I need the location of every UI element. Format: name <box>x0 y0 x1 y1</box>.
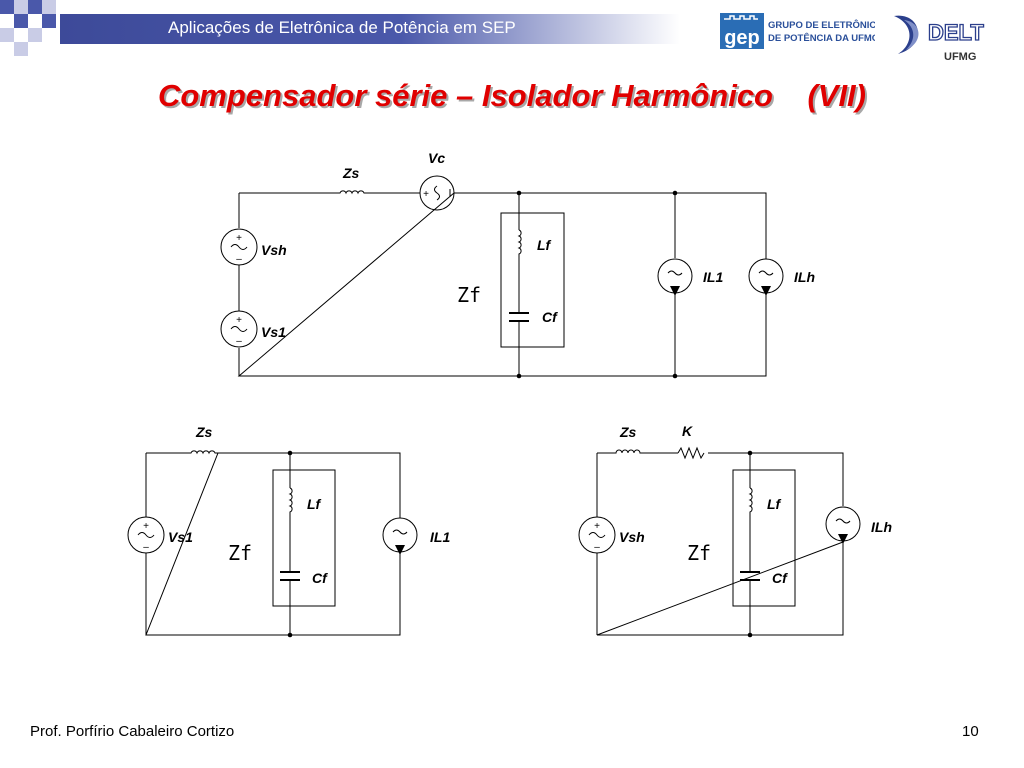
vs1-plus: + <box>236 315 242 326</box>
vsh-minus: – <box>594 542 600 553</box>
harm-ilh-label: ILh <box>871 519 892 535</box>
slide-header: Aplicações de Eletrônica de Potência em … <box>0 0 1024 63</box>
main-circuit <box>220 175 784 377</box>
gep-logo-line2: DE POTÊNCIA DA UFMG <box>768 32 875 44</box>
harm-vsh-label: Vsh <box>619 529 645 545</box>
cf-capacitor-icon <box>509 312 529 322</box>
decor-square <box>0 28 14 42</box>
fundamental-circuit <box>127 450 418 636</box>
main-circuit-marks <box>516 190 771 379</box>
cf-capacitor-icon <box>280 571 300 581</box>
fundamental-circuit-marks <box>287 450 405 638</box>
zf-box <box>272 469 336 607</box>
main-ilh-label: ILh <box>794 269 815 285</box>
main-zs-label: Zs <box>342 165 360 181</box>
footer-author: Prof. Porfírio Cabaleiro Cortizo <box>30 723 235 740</box>
harm-cf-label: Cf <box>772 570 788 586</box>
harmonic-circuit <box>578 446 861 636</box>
vc-plus: + <box>423 189 429 200</box>
delt-ufmg-logo: DELT UFMG <box>894 15 985 63</box>
fund-cf-label: Cf <box>312 570 328 586</box>
vs1-minus: – <box>236 336 242 347</box>
zs-inductor-icon <box>614 449 642 454</box>
harm-zs-label: Zs <box>619 424 637 440</box>
vs1-source-icon <box>127 516 165 554</box>
fund-zf-label: Zf <box>228 541 252 565</box>
decor-square <box>14 14 28 28</box>
lf-inductor-icon <box>288 487 293 513</box>
vsh-plus: + <box>594 521 600 532</box>
vsh-minus: – <box>236 254 242 265</box>
decor-square <box>0 0 14 14</box>
gep-logo-line1: GRUPO DE ELETRÔNICA <box>768 19 875 31</box>
vs1-source-icon <box>220 310 258 348</box>
vc-source-icon <box>419 175 455 211</box>
main-lf-label: Lf <box>537 237 552 253</box>
vsh-plus: + <box>236 233 242 244</box>
decor-square <box>14 0 28 14</box>
zs-inductor-icon <box>337 190 367 195</box>
decor-square <box>42 14 56 28</box>
gep-logo-text: gep <box>724 27 760 49</box>
main-vsh-label: Vsh <box>261 242 287 258</box>
page-number: 10 <box>962 723 979 740</box>
vs1-plus: + <box>143 521 149 532</box>
harm-lf-label: Lf <box>767 496 782 512</box>
vs1-minus: – <box>143 542 149 553</box>
cf-capacitor-icon <box>740 571 760 581</box>
harm-k-label: K <box>682 423 693 439</box>
k-resistor-icon <box>677 446 705 460</box>
delt-logo-text: DELT <box>928 20 984 45</box>
main-vs1-label: Vs1 <box>261 324 286 340</box>
decor-square <box>42 0 56 14</box>
main-cf-label: Cf <box>542 309 558 325</box>
decor-square <box>14 42 28 56</box>
decor-square <box>28 0 42 14</box>
main-vc-label: Vc <box>428 150 445 166</box>
vsh-source-icon <box>578 516 616 554</box>
lf-inductor-icon <box>748 487 753 513</box>
fund-vs1-label: Vs1 <box>168 529 193 545</box>
harmonic-circuit-marks <box>747 450 848 638</box>
fund-zs-label: Zs <box>195 424 213 440</box>
circuit-diagrams: + – + – + Zs Vc Vsh Vs1 Lf Cf Zf IL1 ILh… <box>127 150 892 638</box>
header-bar <box>60 14 680 44</box>
main-il1-label: IL1 <box>703 269 723 285</box>
decor-square <box>28 28 42 42</box>
slide-title: Compensador série – Isolador Harmônico (… <box>157 78 866 113</box>
lf-inductor-icon <box>517 229 522 255</box>
harm-zf-label: Zf <box>687 541 711 565</box>
main-zf-label: Zf <box>457 283 481 307</box>
header-title: Aplicações de Eletrônica de Potência em … <box>168 18 516 37</box>
zf-box <box>732 469 796 607</box>
zf-box <box>500 212 565 348</box>
gep-logo: gep GRUPO DE ELETRÔNICA DE POTÊNCIA DA U… <box>720 13 875 49</box>
vsh-source-icon <box>220 228 258 266</box>
fund-lf-label: Lf <box>307 496 322 512</box>
zs-inductor-icon <box>188 450 218 455</box>
fund-il1-label: IL1 <box>430 529 450 545</box>
ufmg-logo-text: UFMG <box>944 51 976 63</box>
